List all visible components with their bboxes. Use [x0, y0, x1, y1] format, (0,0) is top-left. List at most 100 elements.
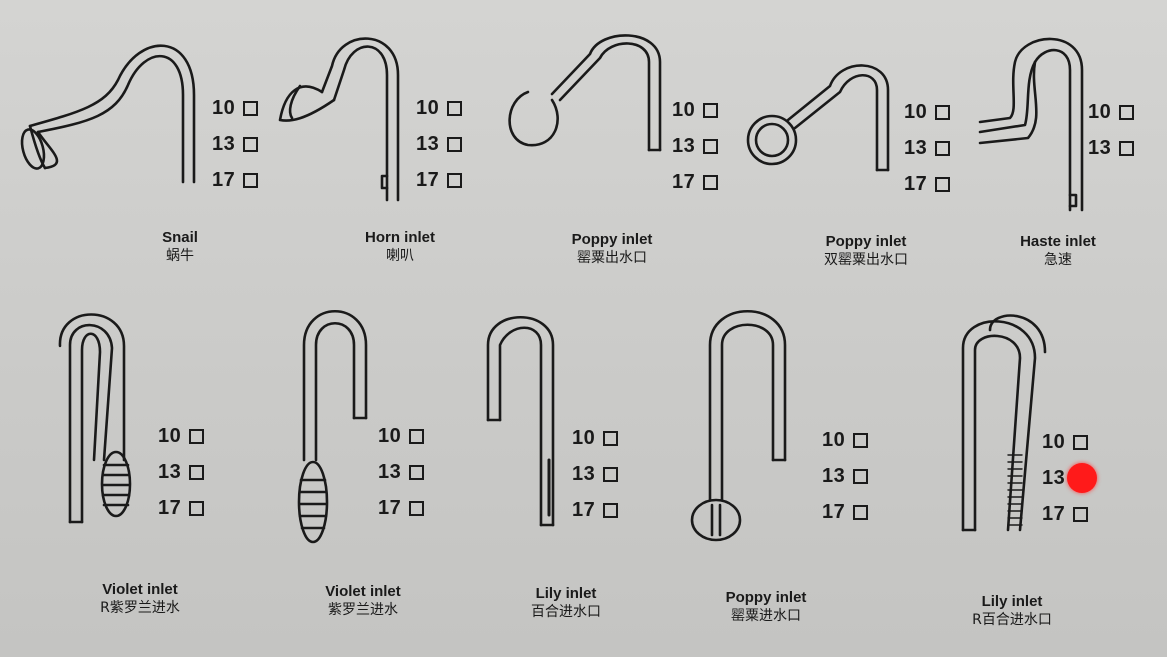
size-label: 13	[416, 132, 440, 155]
size-checkbox[interactable]	[603, 466, 619, 482]
size-option-17[interactable]: 17	[572, 492, 619, 528]
size-option-13[interactable]: 13	[158, 454, 205, 490]
size-label: 10	[416, 96, 440, 119]
size-option-17[interactable]: 17	[1042, 496, 1089, 532]
size-label: 10	[378, 424, 402, 447]
size-checkbox[interactable]	[447, 172, 463, 188]
size-option-10[interactable]: 10	[416, 90, 463, 126]
size-label: 13	[822, 464, 846, 487]
size-checkbox[interactable]	[603, 502, 619, 518]
size-checkbox[interactable]	[243, 136, 259, 152]
size-label: 17	[212, 168, 236, 191]
size-checkbox[interactable]	[853, 432, 869, 448]
size-checkbox[interactable]	[409, 428, 425, 444]
size-checkbox[interactable]	[603, 430, 619, 446]
poppy-inlet-pipe-drawing	[690, 310, 787, 542]
size-checkbox[interactable]	[189, 500, 205, 516]
violet-pipe-drawing	[297, 310, 368, 544]
size-checkbox[interactable]	[935, 176, 951, 192]
size-checkbox[interactable]	[853, 504, 869, 520]
size-label: 10	[1042, 430, 1066, 453]
size-options-lily: 10 13 17	[572, 420, 619, 528]
size-label: 13	[158, 460, 182, 483]
caption-lily: Lily inlet 百合进水口	[466, 584, 666, 622]
size-checkbox[interactable]	[243, 100, 259, 116]
size-option-10[interactable]: 10	[1088, 94, 1135, 130]
caption-zh: 双罂粟出水口	[824, 252, 908, 268]
size-option-17[interactable]: 17	[822, 494, 869, 530]
size-option-10[interactable]: 10	[1042, 424, 1089, 460]
horn-pipe-drawing	[278, 37, 400, 202]
size-checkbox[interactable]	[935, 140, 951, 156]
size-option-13[interactable]: 13	[672, 128, 719, 164]
size-label: 13	[904, 136, 928, 159]
size-option-13[interactable]: 13	[1042, 460, 1098, 496]
size-checkbox[interactable]	[703, 138, 719, 154]
size-label: 17	[378, 496, 402, 519]
size-option-10[interactable]: 10	[378, 418, 425, 454]
size-option-10[interactable]: 10	[904, 94, 951, 130]
size-checkbox[interactable]	[1073, 506, 1089, 522]
size-checkbox[interactable]	[703, 102, 719, 118]
size-options-violet: 10 13 17	[378, 418, 425, 526]
size-label: 13	[672, 134, 696, 157]
size-checkbox[interactable]	[447, 136, 463, 152]
caption-zh: 百合进水口	[531, 604, 601, 620]
size-checkbox[interactable]	[409, 464, 425, 480]
size-checkbox[interactable]	[447, 100, 463, 116]
size-checkbox[interactable]	[243, 172, 259, 188]
size-options-poppy-inlet: 10 13 17	[822, 422, 869, 530]
size-option-17[interactable]: 17	[212, 162, 259, 198]
size-label: 17	[158, 496, 182, 519]
size-option-10[interactable]: 10	[822, 422, 869, 458]
size-checkbox[interactable]	[189, 428, 205, 444]
selected-marker-dot[interactable]	[1067, 463, 1098, 493]
size-options-double-poppy: 10 13 17	[904, 94, 951, 202]
size-options-poppy: 10 13 17	[672, 92, 719, 200]
caption-zh: 罂粟出水口	[577, 250, 647, 266]
size-option-10[interactable]: 10	[158, 418, 205, 454]
caption-en: Violet inlet	[325, 583, 401, 600]
size-option-13[interactable]: 13	[378, 454, 425, 490]
haste-pipe-drawing	[978, 37, 1084, 212]
size-option-17[interactable]: 17	[904, 166, 951, 202]
size-checkbox[interactable]	[703, 174, 719, 190]
caption-r-violet: Violet inlet R紫罗兰进水	[40, 580, 240, 618]
size-label: 17	[672, 170, 696, 193]
size-option-13[interactable]: 13	[212, 126, 259, 162]
poppy-pipe-drawing	[508, 34, 662, 152]
size-checkbox[interactable]	[935, 104, 951, 120]
size-option-17[interactable]: 17	[416, 162, 463, 198]
size-option-10[interactable]: 10	[572, 420, 619, 456]
size-label: 13	[572, 462, 596, 485]
caption-double-poppy: Poppy inlet 双罂粟出水口	[766, 232, 966, 270]
size-option-13[interactable]: 13	[822, 458, 869, 494]
caption-zh: 急速	[1044, 252, 1072, 268]
caption-zh: 喇叭	[386, 248, 414, 264]
size-options-snail: 10 13 17	[212, 90, 259, 198]
size-checkbox[interactable]	[1119, 104, 1135, 120]
snail-pipe-drawing	[20, 44, 196, 184]
size-label: 13	[212, 132, 236, 155]
size-option-10[interactable]: 10	[212, 90, 259, 126]
size-checkbox[interactable]	[409, 500, 425, 516]
size-option-13[interactable]: 13	[1088, 130, 1135, 166]
size-checkbox[interactable]	[1073, 434, 1089, 450]
size-option-17[interactable]: 17	[158, 490, 205, 526]
size-option-17[interactable]: 17	[378, 490, 425, 526]
size-option-10[interactable]: 10	[672, 92, 719, 128]
size-checkbox[interactable]	[189, 464, 205, 480]
caption-en: Lily inlet	[535, 585, 597, 602]
size-label: 10	[572, 426, 596, 449]
size-option-13[interactable]: 13	[572, 456, 619, 492]
size-label: 13	[1088, 136, 1112, 159]
size-option-17[interactable]: 17	[672, 164, 719, 200]
size-option-13[interactable]: 13	[416, 126, 463, 162]
caption-haste: Haste inlet 急速	[958, 232, 1158, 270]
size-option-13[interactable]: 13	[904, 130, 951, 166]
size-checkbox[interactable]	[1119, 140, 1135, 156]
size-checkbox[interactable]	[853, 468, 869, 484]
size-label: 10	[212, 96, 236, 119]
